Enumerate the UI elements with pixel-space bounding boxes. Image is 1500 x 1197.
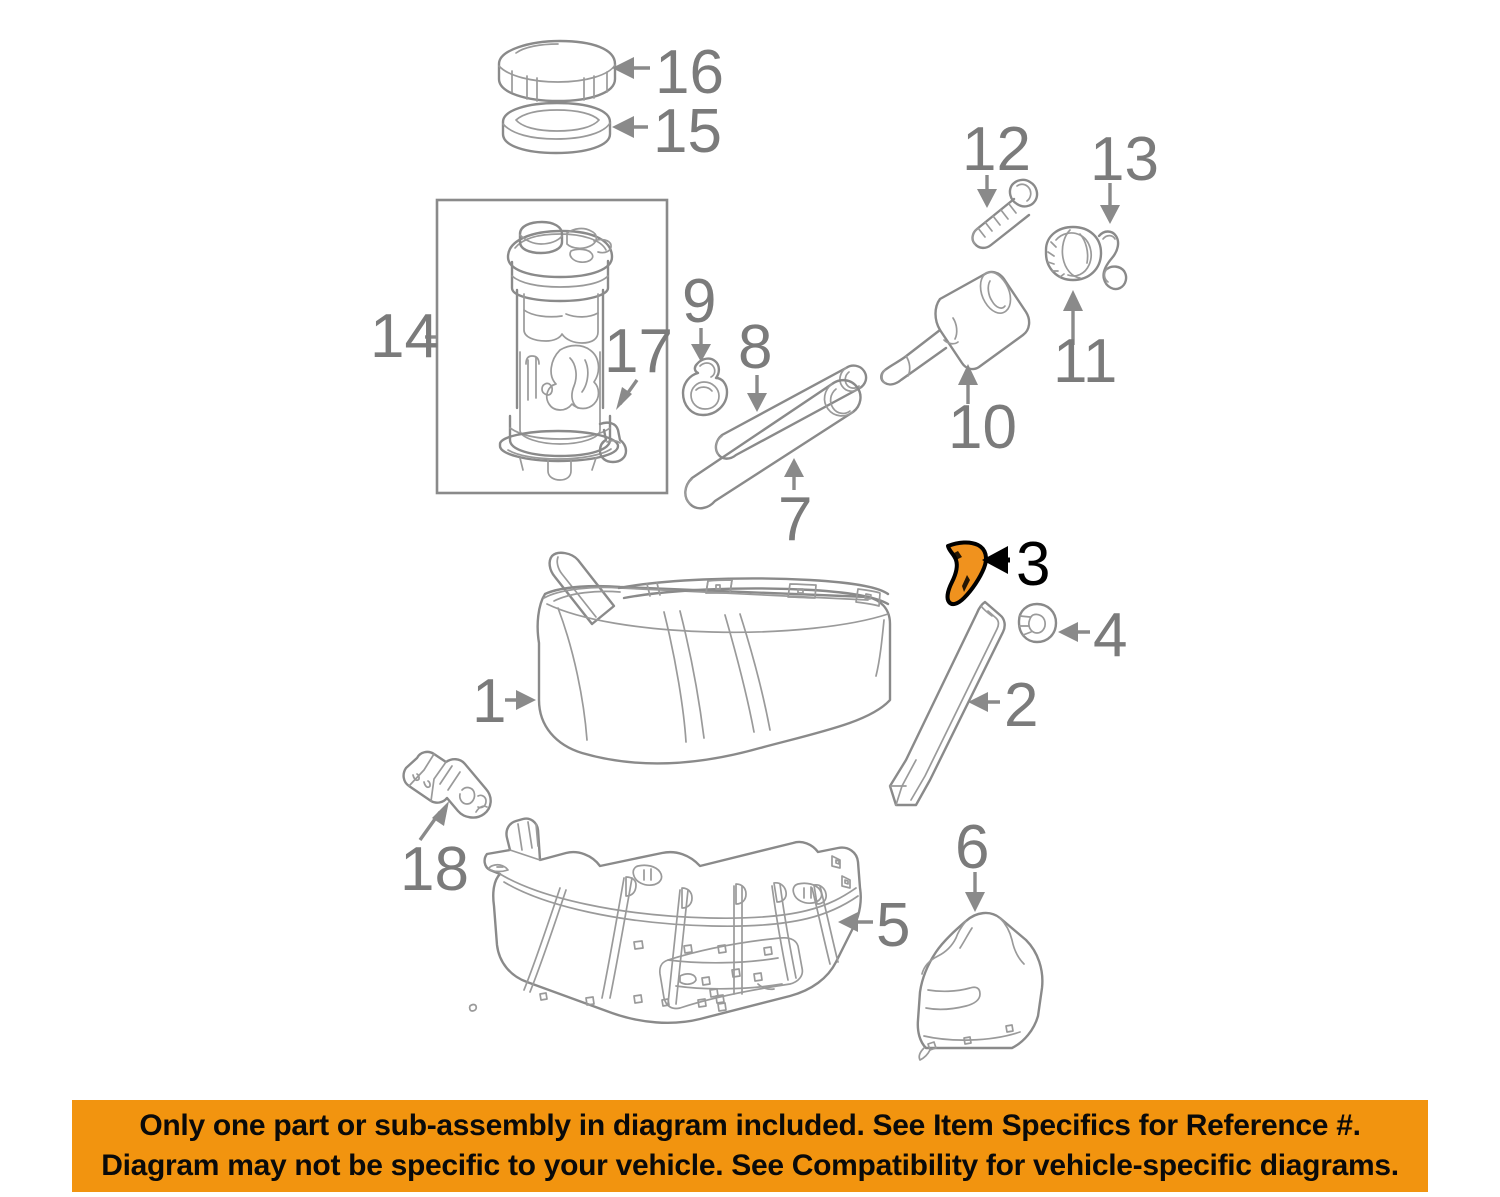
- part-3-strap-bracket-highlighted: [945, 540, 988, 607]
- callout-7: 7: [778, 458, 812, 554]
- callout-8: 8: [738, 313, 772, 412]
- callout-18: 18: [400, 801, 469, 904]
- callout-16: 16: [612, 38, 724, 107]
- part-7-filler-hose-lower: [684, 379, 862, 510]
- callout-number-7: 7: [778, 485, 812, 554]
- callout-number-18: 18: [400, 835, 469, 904]
- callout-5: 5: [838, 891, 910, 960]
- callout-number-15: 15: [653, 97, 722, 166]
- callout-number-12: 12: [962, 115, 1031, 184]
- callout-number-17: 17: [604, 317, 673, 386]
- callout-13: 13: [1090, 125, 1159, 224]
- callout-6: 6: [955, 813, 989, 912]
- part-16-lock-ring: [497, 39, 617, 103]
- callout-number-8: 8: [738, 313, 772, 382]
- part-10-filler-neck-pipe: [880, 270, 1031, 386]
- callout-number-5: 5: [876, 891, 910, 960]
- callout-number-13: 13: [1090, 125, 1159, 194]
- part-9-hose-clamp: [681, 357, 729, 417]
- part-13-cap-tether-strap: [1097, 230, 1128, 291]
- callout-number-16: 16: [655, 38, 724, 107]
- callout-14: 14: [370, 302, 439, 371]
- callout-12: 12: [962, 115, 1031, 208]
- callout-3: 3: [982, 530, 1050, 599]
- callout-15: 15: [612, 97, 722, 166]
- callout-2: 2: [968, 671, 1038, 740]
- callout-number-10: 10: [948, 393, 1017, 462]
- callout-number-3: 3: [1016, 530, 1050, 599]
- callout-number-14: 14: [370, 302, 439, 371]
- disclaimer-banner: Only one part or sub-assembly in diagram…: [72, 1100, 1428, 1192]
- disclaimer-line-1: Only one part or sub-assembly in diagram…: [139, 1109, 1361, 1142]
- part-12-filler-neck-bolt: [971, 178, 1039, 250]
- part-11-fuel-filler-cap: [1044, 225, 1103, 282]
- callout-10: 10: [948, 364, 1017, 462]
- callout-number-9: 9: [682, 267, 716, 336]
- part-6-tank-side-heat-shield: [916, 911, 1044, 1061]
- callout-number-6: 6: [955, 813, 989, 882]
- callout-number-1: 1: [472, 667, 506, 736]
- callout-11: 11: [1053, 290, 1117, 396]
- part-4-strap-nut: [1017, 602, 1058, 644]
- part-15-lock-ring-seal: [501, 101, 612, 155]
- disclaimer-line-2: Diagram may not be specific to your vehi…: [101, 1149, 1399, 1182]
- callout-number-11: 11: [1053, 327, 1117, 396]
- part-14-fuel-pump-module: [435, 198, 669, 495]
- callout-1: 1: [472, 667, 536, 736]
- callout-number-2: 2: [1004, 671, 1038, 740]
- part-5-skid-plate-shield: [468, 817, 862, 1024]
- callout-number-4: 4: [1093, 601, 1127, 670]
- callout-17: 17: [604, 317, 673, 410]
- part-18-rollover-vent-valve: [402, 750, 492, 819]
- callout-4: 4: [1058, 601, 1127, 670]
- part-2-tank-mounting-strap: [888, 600, 1006, 807]
- part-8-vent-hose-upper: [714, 364, 868, 460]
- part-1-fuel-tank: [536, 551, 892, 765]
- callout-9: 9: [682, 267, 716, 362]
